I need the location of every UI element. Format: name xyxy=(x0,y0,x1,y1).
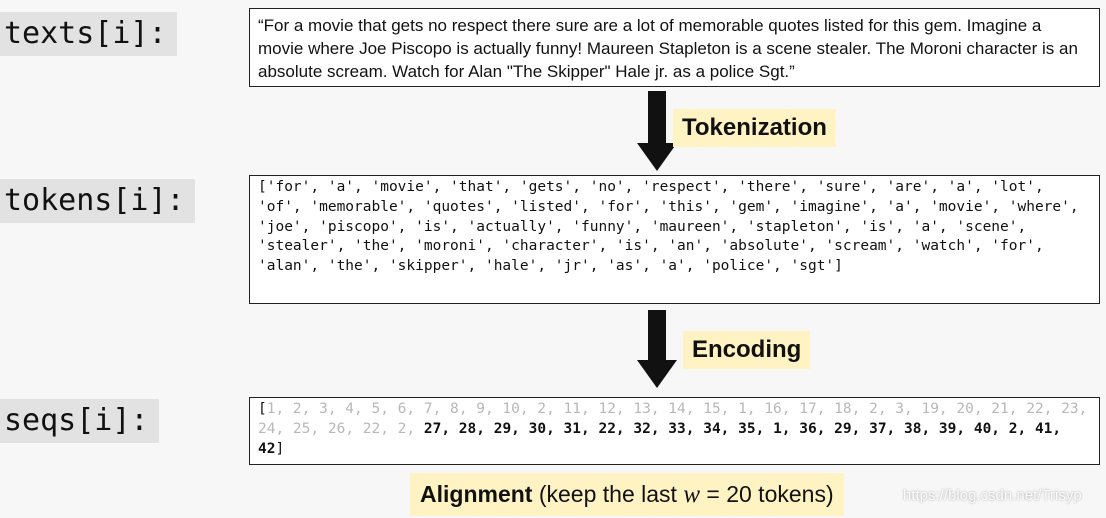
alignment-eq: = 20 xyxy=(700,481,752,507)
watermark: https://blog.csdn.net/Trisyp xyxy=(903,487,1082,504)
label-texts: texts[i]: xyxy=(0,12,177,56)
alignment-title: Alignment xyxy=(420,481,533,507)
text-box: “For a movie that gets no respect there … xyxy=(249,8,1100,87)
tokens-content: ['for', 'a', 'movie', 'that', 'gets', 'n… xyxy=(258,179,1088,275)
seqs-close-bracket: ] xyxy=(275,440,285,457)
tokens-box: ['for', 'a', 'movie', 'that', 'gets', 'n… xyxy=(249,175,1100,304)
down-arrow-icon xyxy=(637,91,677,171)
step-encoding: Encoding xyxy=(683,331,811,369)
seqs-kept-values: 27, 28, 29, 30, 31, 22, 32, 33, 34, 35, … xyxy=(258,420,1070,457)
label-tokens: tokens[i]: xyxy=(0,179,195,223)
seqs-content: [1, 2, 3, 4, 5, 6, 7, 8, 9, 10, 2, 11, 1… xyxy=(250,398,1099,461)
down-arrow-icon xyxy=(637,310,677,388)
alignment-pre: (keep the last xyxy=(532,481,684,507)
alignment-post: tokens) xyxy=(751,481,834,507)
text-content: “For a movie that gets no respect there … xyxy=(258,16,1078,81)
label-seqs: seqs[i]: xyxy=(0,399,159,443)
seqs-box: [1, 2, 3, 4, 5, 6, 7, 8, 9, 10, 2, 11, 1… xyxy=(249,397,1100,465)
seqs-dropped-values: 1, 2, 3, 4, 5, 6, 7, 8, 9, 10, 2, 11, 12… xyxy=(258,401,1097,437)
step-tokenization: Tokenization xyxy=(673,109,836,147)
seqs-open-bracket: [ xyxy=(258,401,267,417)
alignment-caption: Alignment (keep the last w = 20 tokens) xyxy=(410,473,844,516)
alignment-var: w xyxy=(683,481,700,508)
